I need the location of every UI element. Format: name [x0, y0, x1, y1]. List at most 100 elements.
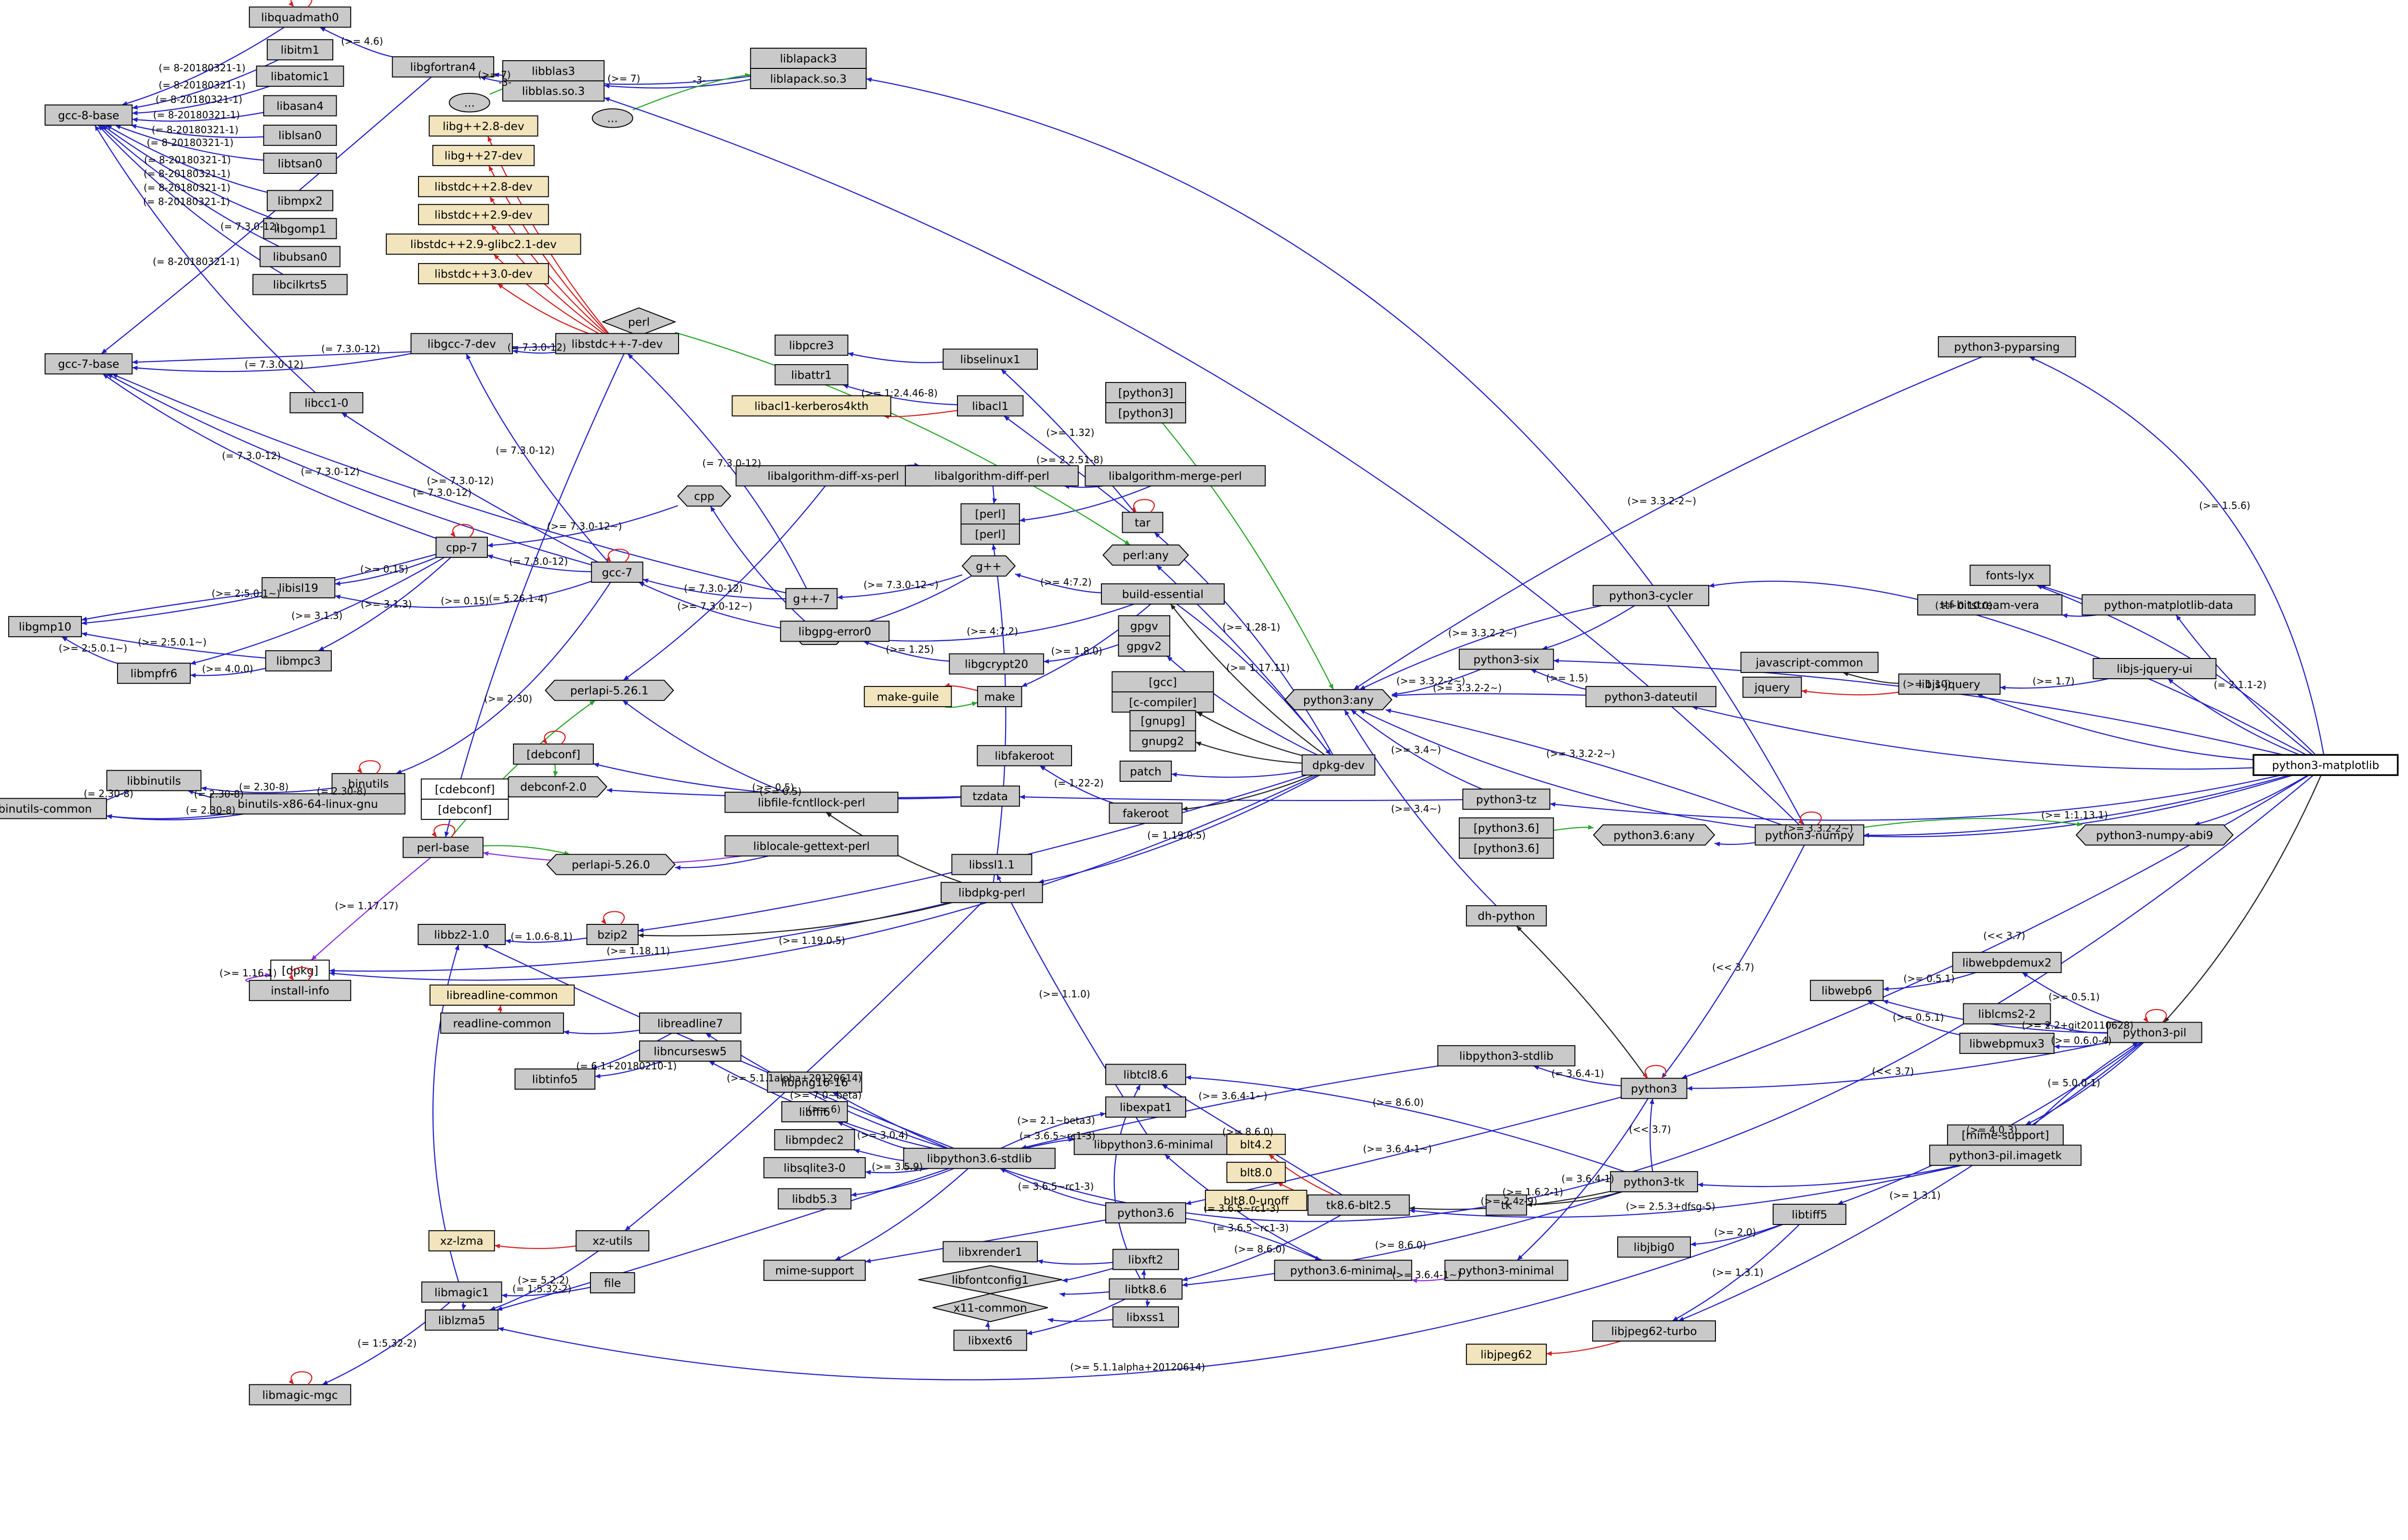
node-label-python3.6-minimal-0: python3.6-minimal: [1290, 1264, 1396, 1277]
node-label-python3-dateutil-0: python3-dateutil: [1604, 690, 1698, 703]
node-libg++2.8-dev: libg++2.8-dev: [429, 115, 538, 137]
edge-label: (= 8-20180321-1): [156, 93, 242, 105]
edge-label: (>= 1.1.0): [1039, 988, 1090, 1000]
node-label-liblcms2-2-0: liblcms2-2: [1978, 1008, 2036, 1021]
edge-install-info--dpkg: [245, 973, 271, 983]
node-label-libbz2-1.0-0: libbz2-1.0: [434, 928, 489, 941]
node-label-perl-base-0: perl-base: [417, 842, 470, 855]
node-python3-pyparsing: python3-pyparsing: [1937, 336, 2076, 357]
node-label-libjpeg62-0: libjpeg62: [1480, 1348, 1532, 1361]
edge-libtsan0--gcc-8-base: [115, 124, 264, 161]
edge-liblocale-gettext-perl--perlapi-5.26.0: [675, 855, 769, 870]
node-libjpeg62: libjpeg62: [1466, 1343, 1547, 1365]
node-label-cpp-0: cpp: [694, 490, 714, 503]
node-label-libtk8.6-0: libtk8.6: [1125, 1283, 1166, 1296]
node-jquery: jquery: [1742, 676, 1802, 698]
edge-python3-tk--libtcl8.6: [1185, 1075, 1625, 1172]
node-readline-common: readline-common: [440, 1012, 564, 1034]
edge-libalgorithm-merge-perl--perl-alt: [1019, 485, 1152, 523]
node-label-libstdc++2.9-glibc2.1-dev-0: libstdc++2.9-glibc2.1-dev: [410, 238, 557, 251]
edge-label: (>= 1.17.11): [1226, 662, 1290, 673]
edge-perl-base--perlapi-5.26.0: [483, 845, 570, 856]
edge-libreadline7--readline-common: [563, 1029, 640, 1035]
node-label-libgfortran4-0: libgfortran4: [410, 61, 476, 74]
edge-label: (= 2.30-8): [186, 804, 236, 816]
edge-python3-numpy--liblapack3: [866, 77, 1805, 825]
edge-label: (= 1.19.0.5): [1147, 829, 1205, 841]
selfloop-cpp-7: [450, 524, 474, 538]
edge-python3-minimal--python3.6-minimal: [1412, 1278, 1445, 1283]
node-label-libitm1-0: libitm1: [281, 44, 320, 57]
node-label-dh-python-0: dh-python: [1478, 910, 1535, 923]
selfloop-debconf: [542, 730, 566, 745]
node-build-essential: build-essential: [1100, 583, 1225, 605]
node-libwebp6: libwebp6: [1810, 980, 1884, 1001]
edge-libatomic1--gcc-8-base: [132, 86, 270, 116]
edge-label: (>= 7): [478, 69, 510, 80]
node-label-gcc-alt-0: [gcc]: [1149, 676, 1177, 689]
node-tk8.6-blt2.5: tk8.6-blt2.5: [1307, 1194, 1410, 1216]
node-label-libcilkrts5-0: libcilkrts5: [273, 278, 327, 291]
selfloop-binutils: [357, 760, 381, 774]
edge-label: (>= 2:5.0.1~): [59, 642, 128, 654]
node-libcilkrts5: libcilkrts5: [252, 274, 348, 295]
node-label-libselinux1-0: libselinux1: [960, 353, 1021, 366]
node-label-libxrender1-0: libxrender1: [958, 1246, 1022, 1259]
edge-label: (>= 3.3.2-2~): [1433, 682, 1502, 694]
node-label-install-info-0: install-info: [271, 985, 329, 998]
node-label-libblas3-1: libblas.so.3: [522, 85, 585, 98]
edge-python3-tk--python3: [1649, 1098, 1654, 1172]
edge-label: (>= 1:1.13.1): [2041, 809, 2108, 821]
node-blt8.0-unoff: blt8.0-unoff: [1204, 1189, 1308, 1211]
edge-libstdc++-7-dev--libgcc-7-dev: [512, 349, 556, 354]
node-label-binutils-common-0: binutils-common: [0, 803, 92, 816]
node-cdebconf: [cdebconf][debconf]: [420, 778, 509, 820]
edge-label: (= 8-20180321-1): [158, 79, 245, 91]
edge-libtiff5--liblzma5: [497, 1224, 1783, 1381]
edge-python3-matplotlib--python3-numpy-abi9: [2194, 775, 2309, 826]
edge-label: (= 2.1.1-2): [2214, 679, 2267, 690]
edge-python3-matplotlib--python3-numpy: [1863, 775, 2290, 838]
node-libwebpdemux2: libwebpdemux2: [1952, 952, 2062, 974]
node-label-libreadline-common-0: libreadline-common: [446, 989, 558, 1002]
node-label-libstdc++2.9-dev-0: libstdc++2.9-dev: [434, 209, 533, 222]
node-libncursesw5: libncursesw5: [639, 1040, 742, 1062]
node-python3-pil: python3-pil: [2107, 1009, 2202, 1043]
node-label-libg++27-dev-0: libg++27-dev: [445, 149, 523, 162]
edge-label: (>= 2.30): [484, 693, 532, 704]
edge-xz-utils--xz-lzma: [494, 1244, 576, 1250]
node-label-xz-lzma-0: xz-lzma: [440, 1235, 484, 1248]
node-label-g++-0: g++: [976, 560, 1002, 573]
node-xz-lzma: xz-lzma: [428, 1230, 495, 1251]
node-libssl1.1: libssl1.1: [951, 854, 1033, 875]
edge-libtk8.6--libxss1: [1145, 1299, 1151, 1307]
edge-label: (= 2.30-8): [194, 789, 244, 800]
node-libmpc3: libmpc3: [265, 650, 332, 671]
edge-label: (>= 8.6.0): [1222, 1126, 1273, 1137]
node-libexpat1: libexpat1: [1105, 1096, 1186, 1118]
edge-gcc--gcc-7: [638, 581, 793, 631]
node-libstdc++2.9-dev: libstdc++2.9-dev: [418, 204, 549, 225]
edge-python3.6--python3.6-minimal: [1185, 1218, 1321, 1261]
node-libjbig0: libjbig0: [1617, 1236, 1691, 1258]
edge-g++--g++-7: [837, 574, 963, 600]
edge-python3-pil--python3: [1687, 1041, 2108, 1091]
edge-label: (>= 3.6.4-1~): [1392, 1269, 1461, 1281]
edge-label: (>= 4.0.0): [202, 663, 253, 674]
edge-libmpx2--gcc-8-base: [105, 124, 268, 193]
node-label-python3-tk-0: python3-tk: [1623, 1176, 1685, 1189]
node-label-libacl1-0: libacl1: [972, 400, 1008, 413]
selfloop-python3-pil: [2143, 1009, 2167, 1023]
edge-label: (>= 7.0~beta): [790, 1089, 862, 1101]
edge-python3-pil--liblcms2-2: [2044, 1023, 2108, 1034]
edge-label: (= 7.3.0-12): [496, 445, 554, 456]
node-gcc-8-base: gcc-8-base: [44, 104, 133, 126]
edge-label: (>= 3.6.4-1~): [1363, 1143, 1432, 1155]
node-label-python3-six-0: python3-six: [1473, 653, 1539, 666]
node-label-bzip2-0: bzip2: [597, 928, 628, 941]
edge-libjs-jquery-ui--libjs-jquery: [2000, 678, 2108, 690]
edge-label: (>= 0.5): [752, 782, 794, 793]
node-libpython3.6-minimal: libpython3.6-minimal: [1073, 1133, 1233, 1155]
edge-python3-matplotlib--libjs-jquery: [1976, 694, 2254, 761]
